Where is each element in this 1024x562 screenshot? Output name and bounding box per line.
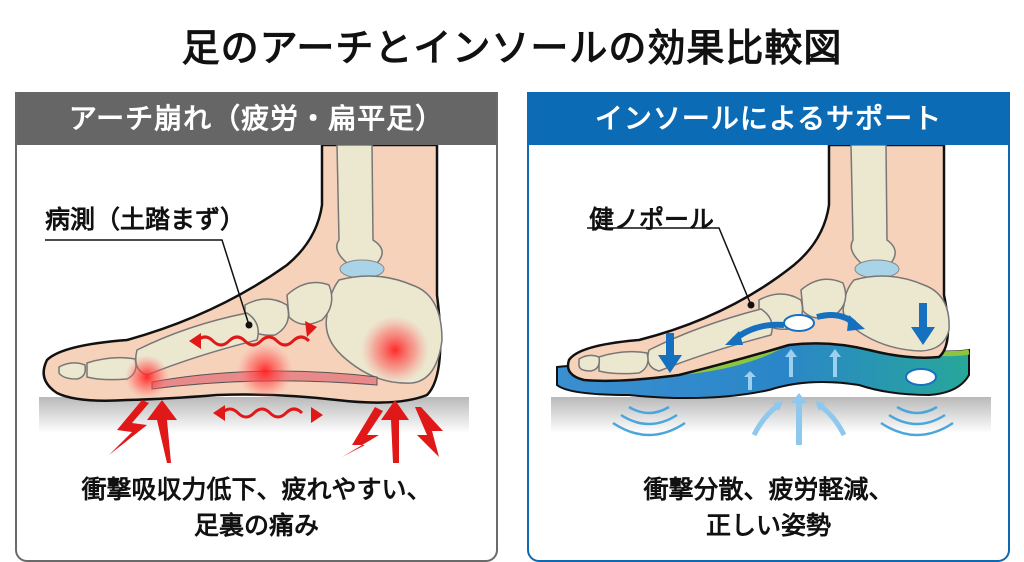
up-arrow-icon: [381, 400, 409, 463]
caption-line-1: 衝撃分散、疲労軽減、: [643, 475, 894, 504]
support-disc-icon: [783, 314, 815, 332]
down-arrow-icon: [911, 303, 935, 345]
caption-insole-support: 衝撃分散、疲労軽減、 正しい姿勢: [529, 472, 1008, 544]
up-arrow-icon: [147, 400, 177, 463]
lightning-icon: [109, 400, 149, 455]
panel-insole-support: インソールによるサポート: [527, 92, 1010, 562]
down-arrow-icon: [658, 333, 682, 373]
flat-foot-illustration: [39, 145, 469, 463]
up-arrow-icon: [791, 393, 807, 445]
pain-glow-icon: [361, 316, 429, 384]
callout-label-arch: 病測（土踏まず）: [45, 205, 246, 234]
callout-leader-line: [587, 227, 752, 306]
panel-arch-collapse: アーチ崩れ（疲労・扁平足）: [15, 92, 498, 562]
caption-line-2: 足裏の痛み: [193, 511, 319, 540]
lightning-icon: [415, 407, 443, 457]
support-disc-icon: [905, 368, 937, 386]
callout-label-insole: 健ノポール: [589, 205, 715, 234]
lightning-icon: [342, 407, 383, 457]
shock-wave-icon: [880, 405, 954, 437]
floor: [551, 397, 991, 433]
wavy-double-arrow-icon: [220, 407, 304, 419]
panel-header-insole-support: インソールによるサポート: [529, 92, 1008, 145]
caption-line-1: 衝撃吸収力低下、疲れやすい、: [81, 475, 432, 504]
page-title: 足のアーチとインソールの効果比較図: [181, 26, 843, 70]
caption-line-2: 正しい姿勢: [705, 511, 831, 540]
callout-leader-line: [45, 239, 250, 326]
shock-wave-icon: [612, 405, 686, 437]
panel-header-arch-collapse: アーチ崩れ（疲労・扁平足）: [17, 92, 496, 145]
caption-arch-collapse: 衝撃吸収力低下、疲れやすい、 足裏の痛み: [17, 472, 496, 544]
insole-foot-illustration: [551, 145, 991, 445]
wavy-double-arrow-icon: [195, 335, 311, 347]
